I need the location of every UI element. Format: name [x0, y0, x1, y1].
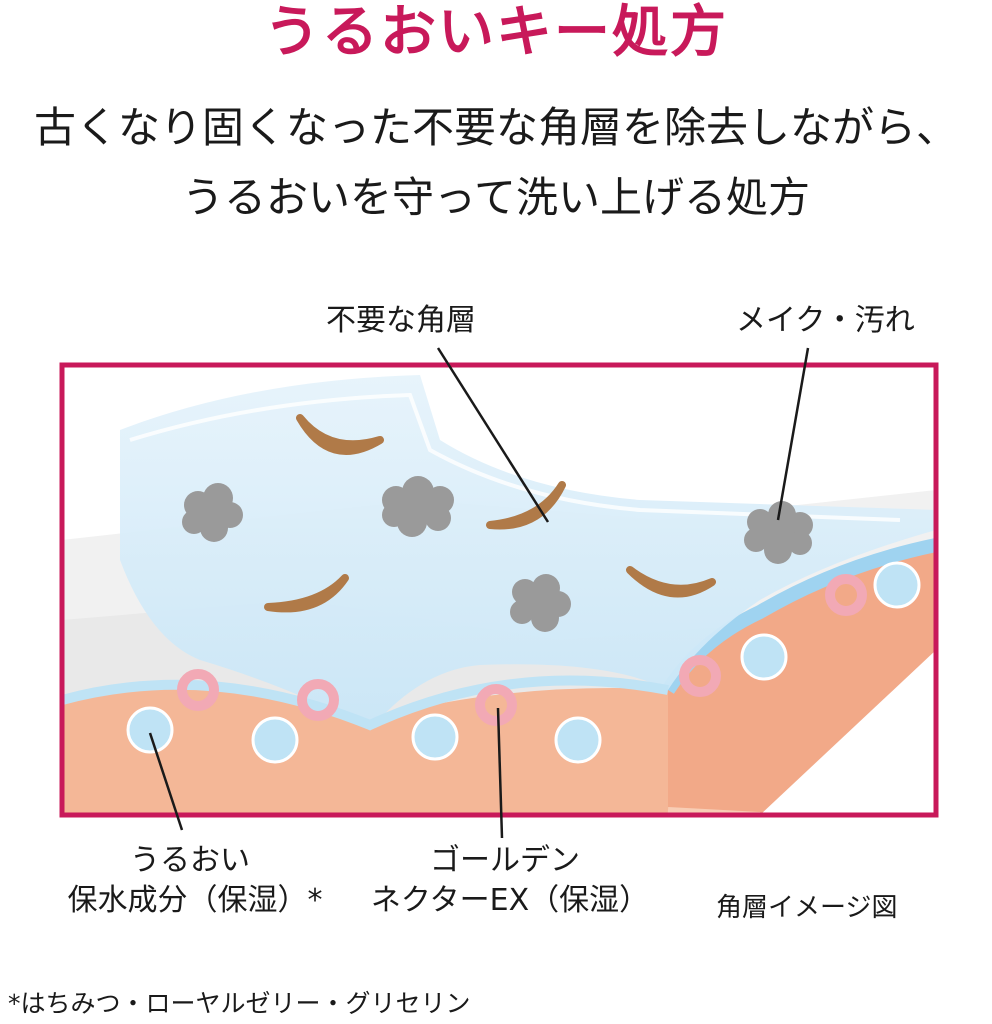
dead-skin-flake	[264, 574, 349, 613]
moisture-dot	[411, 713, 459, 761]
dead-skin-flake	[296, 414, 384, 455]
label-makeup-dirt: メイク・汚れ	[736, 303, 915, 338]
label-dead-skin: 不要な角層	[326, 303, 476, 338]
subtitle-line-1: 古くなり固くなった不要な角層を除去しながら、	[33, 103, 958, 152]
moisture-dot	[251, 716, 299, 764]
dirt-cloud	[510, 574, 571, 632]
moisture-dots	[126, 561, 921, 764]
leader-nectar	[496, 707, 504, 839]
water-layer-bottom-edge	[62, 675, 669, 731]
leader-makeup-dirt	[776, 347, 810, 521]
footnote: *はちみつ・ローヤルゼリー・グリセリン	[8, 989, 471, 1018]
nectar-ring	[297, 679, 339, 721]
nectar-ring	[679, 655, 721, 697]
water-layer	[120, 375, 936, 730]
label-moisture-line-2: 保水成分（保湿）*	[67, 883, 323, 918]
nectar-ring	[177, 669, 219, 711]
dead-skin-flake	[486, 481, 566, 530]
label-nectar-line-2: ネクターEX（保湿）	[370, 883, 650, 918]
page-title: うるおいキー処方	[264, 0, 728, 65]
diagram-frame	[59, 362, 939, 818]
dirt-cloud	[382, 476, 454, 537]
makeup-dirt-clouds	[182, 476, 813, 632]
leader-moisture	[148, 732, 184, 831]
leader-dead-skin	[436, 347, 550, 523]
moisture-dot	[873, 561, 921, 609]
dead-skin-flakes	[264, 414, 716, 613]
nectar-ring	[475, 684, 517, 726]
dirt-cloud	[744, 501, 813, 564]
nectar-ring	[825, 574, 867, 616]
leader-lines	[148, 347, 810, 839]
nectar-rings	[177, 574, 867, 726]
dirt-cloud	[182, 483, 243, 542]
skin-right-cutaway	[760, 650, 936, 815]
label-nectar-line-1: ゴールデン	[430, 843, 580, 878]
moisture-dot	[554, 716, 602, 764]
moisture-dot	[740, 633, 788, 681]
moisture-dot	[126, 706, 174, 754]
diagram-caption: 角層イメージ図	[716, 893, 898, 923]
skin-base	[62, 688, 680, 815]
subtitle-line-2: うるおいを守って洗い上げる処方	[182, 173, 810, 222]
dead-skin-flake	[626, 566, 716, 598]
label-moisture-line-1: うるおい	[130, 843, 250, 878]
